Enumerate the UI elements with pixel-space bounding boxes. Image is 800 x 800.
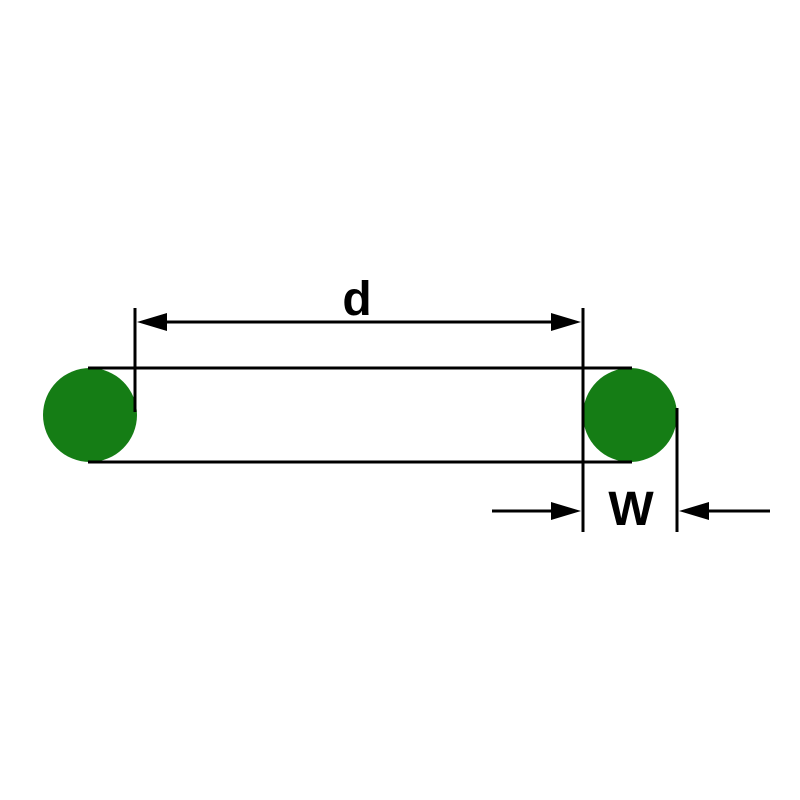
d-arrowhead-left-icon	[137, 313, 167, 331]
left-ring-cross-section	[43, 368, 137, 462]
right-ring-cross-section	[583, 368, 677, 462]
w-dimension-label: W	[608, 483, 654, 536]
d-arrowhead-right-icon	[551, 313, 581, 331]
w-arrowhead-left-icon	[551, 502, 581, 520]
d-dimension-label: d	[342, 273, 371, 326]
w-arrowhead-right-icon	[679, 502, 709, 520]
